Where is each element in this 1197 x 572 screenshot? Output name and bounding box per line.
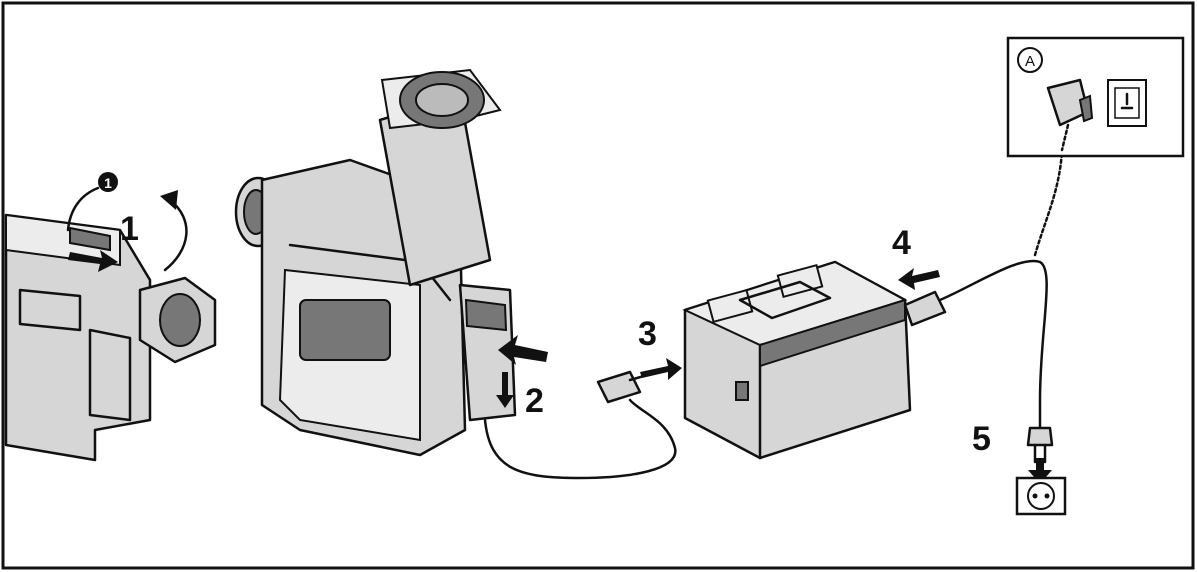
callout-marker-label: 1	[104, 175, 112, 191]
step-1-number: 1	[120, 210, 139, 248]
inset-label: A	[1025, 53, 1035, 70]
step-2-number: 2	[525, 382, 544, 420]
inset-panel: A	[1008, 38, 1183, 156]
step-4-number: 4	[892, 224, 911, 262]
step-5-number: 5	[972, 420, 991, 458]
wall-socket	[1017, 478, 1065, 514]
step-3-number: 3	[638, 315, 657, 353]
